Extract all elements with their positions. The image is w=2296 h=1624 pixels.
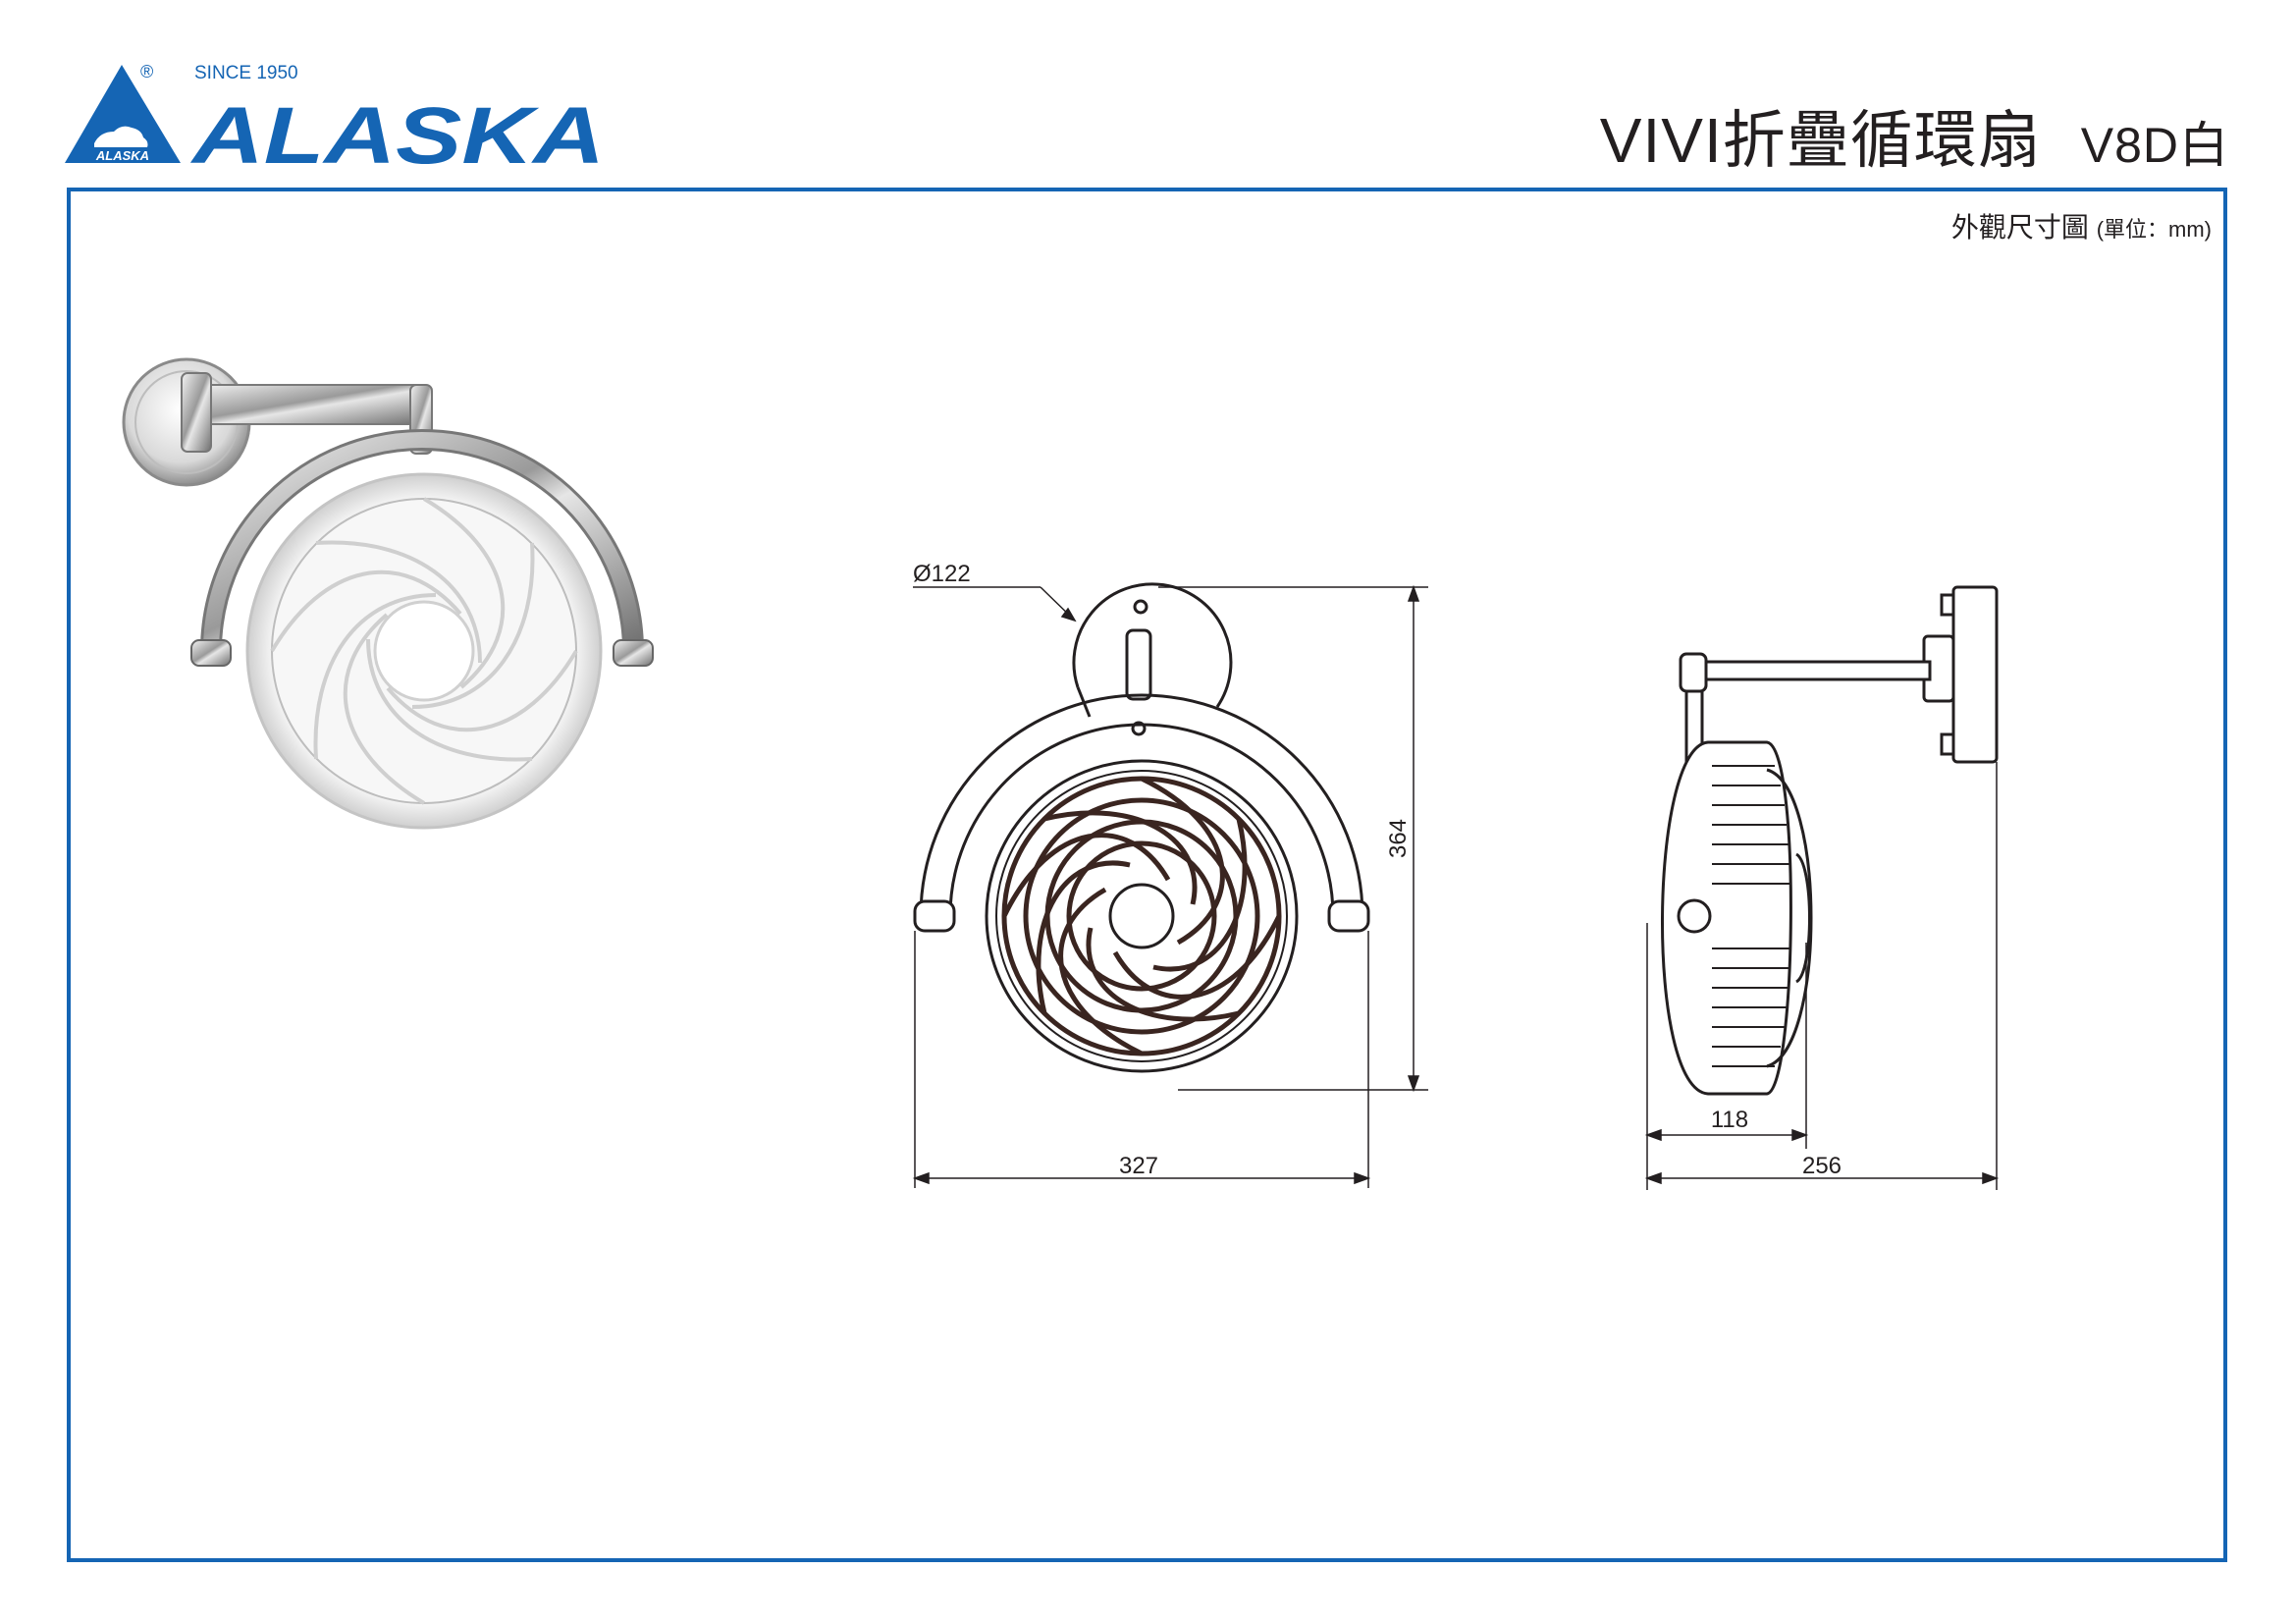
product-name: VIVI折疊循環扇 [1599, 105, 2042, 176]
caption-text: 外觀尺寸圖 [1950, 212, 2089, 243]
product-title: VIVI折疊循環扇 V8D白 [1600, 90, 2229, 181]
depth-body-label: 118 [1711, 1107, 1748, 1133]
front-hub [1108, 883, 1175, 949]
drawing-frame [67, 188, 2227, 1562]
registered-mark: ® [140, 62, 153, 81]
model-name: V8D白 [2080, 118, 2229, 173]
side-view [1661, 585, 1999, 1096]
polar-bear-triangle-icon: ALASKA [65, 65, 181, 163]
height-label: 364 [1385, 819, 1412, 858]
alaska-logo: ALASKA ® SINCE 1950 ALASKA [65, 62, 605, 171]
diameter-label: Ø122 [913, 561, 971, 587]
depth-total-label: 256 [1802, 1153, 1842, 1179]
since-label: SINCE 1950 [194, 63, 298, 83]
side-grille-fins [1712, 765, 1790, 1067]
front-dimensions [912, 584, 1428, 1188]
unit-text: (單位：mm) [2096, 217, 2212, 242]
drawing-caption: 外觀尺寸圖 (單位：mm) [1951, 206, 2212, 245]
width-label: 327 [1119, 1153, 1158, 1179]
brand-name: ALASKA [190, 91, 605, 171]
front-grille [1001, 776, 1282, 1056]
front-view [913, 582, 1370, 1073]
product-photo [122, 357, 654, 830]
side-dimensions [1644, 762, 2000, 1190]
svg-text:ALASKA: ALASKA [95, 148, 149, 163]
